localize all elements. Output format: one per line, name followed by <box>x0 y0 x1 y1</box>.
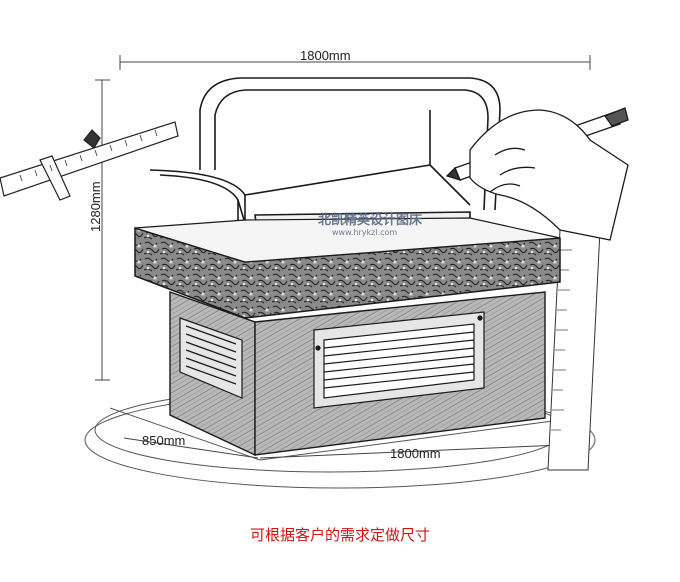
front-vent-grille <box>313 311 485 409</box>
dimension-lines <box>95 55 591 459</box>
left-vent-grille <box>179 317 243 399</box>
depth-label: 850mm <box>142 433 186 448</box>
watermark-url: www.hrykzl.com <box>332 228 398 237</box>
top-width-label: 1800mm <box>300 48 351 63</box>
hand-with-pencil <box>445 107 629 241</box>
front-width-label: 1800mm <box>390 446 441 461</box>
custom-size-caption: 可根据客户的需求定做尺寸 <box>249 526 430 544</box>
height-label: 1280mm <box>88 181 103 232</box>
watermark-text: 北凯精英设计图床 <box>318 213 423 228</box>
caliper-tool <box>0 121 179 201</box>
